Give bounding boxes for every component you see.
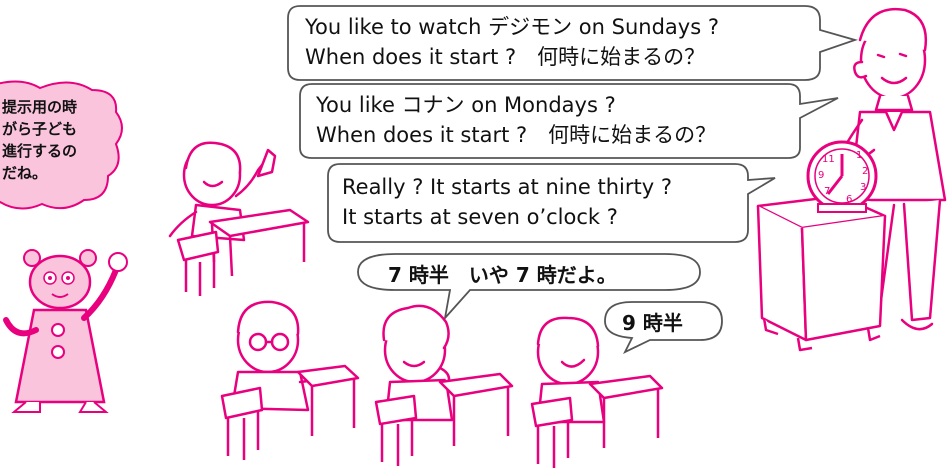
svg-text:3: 3 [860,182,866,193]
svg-text:11: 11 [822,154,835,165]
guide-tip-line1: 提示用の時 [2,98,78,116]
student-desk-4 [530,374,664,468]
guide-tip-bubble [0,80,123,210]
teacher-question-2-text: You like コナン on Mondays ? When does it s… [316,90,716,150]
svg-text:1: 1 [856,150,862,161]
guide-tip-line3: 進行するの [2,142,78,160]
teacher-desk [756,194,887,352]
teacher-reply-line1: Really ? It starts at nine thirty ? [342,175,672,199]
teacher-question-2-line2: When does it start ? 何時に始まるの？ [316,123,717,147]
teacher-question-1-text: You like to watch デジモン on Sundays ? When… [305,12,719,72]
svg-text:6: 6 [846,194,852,205]
student-desk-3 [374,372,514,466]
svg-text:7: 7 [824,186,830,197]
bubble-teacher-reply [327,163,776,243]
guide-tip-line2: がら子ども [2,120,78,138]
student-desk-1 [176,208,310,296]
svg-text:2: 2 [862,166,868,177]
clock-icon: 1 2 3 6 7 9 11 [806,140,878,213]
student-desk-2 [220,364,360,460]
svg-text:9: 9 [818,170,824,181]
teacher-reply-text: Really ? It starts at nine thirty ? It s… [342,172,672,232]
teacher-question-1-line1: You like to watch デジモン on Sundays ? [305,15,719,39]
teacher-question-1-line2: When does it start ? 何時に始まるの？ [305,45,706,69]
bubble-teacher-question-2 [299,83,839,159]
bubble-student-answer-2 [604,301,723,354]
guide-character [3,249,128,413]
teacher-reply-line2: It starts at seven o’clock ? [342,205,618,229]
student-answer-1-text: 7 時半 いや 7 時だよ。 [388,263,617,287]
teacher-question-2-line1: You like コナン on Mondays ? [316,93,616,117]
bubble-student-answer-1 [357,253,701,321]
guide-tip-text: 提示用の時 がら子ども 進行するの だね。 [2,96,77,184]
bubble-teacher-question-1 [287,5,859,81]
student-thinking [382,304,454,422]
student-with-glasses [230,300,332,412]
guide-tip-line4: だね。 [2,164,48,182]
student-answer-2-text: 9 時半 [622,311,683,335]
